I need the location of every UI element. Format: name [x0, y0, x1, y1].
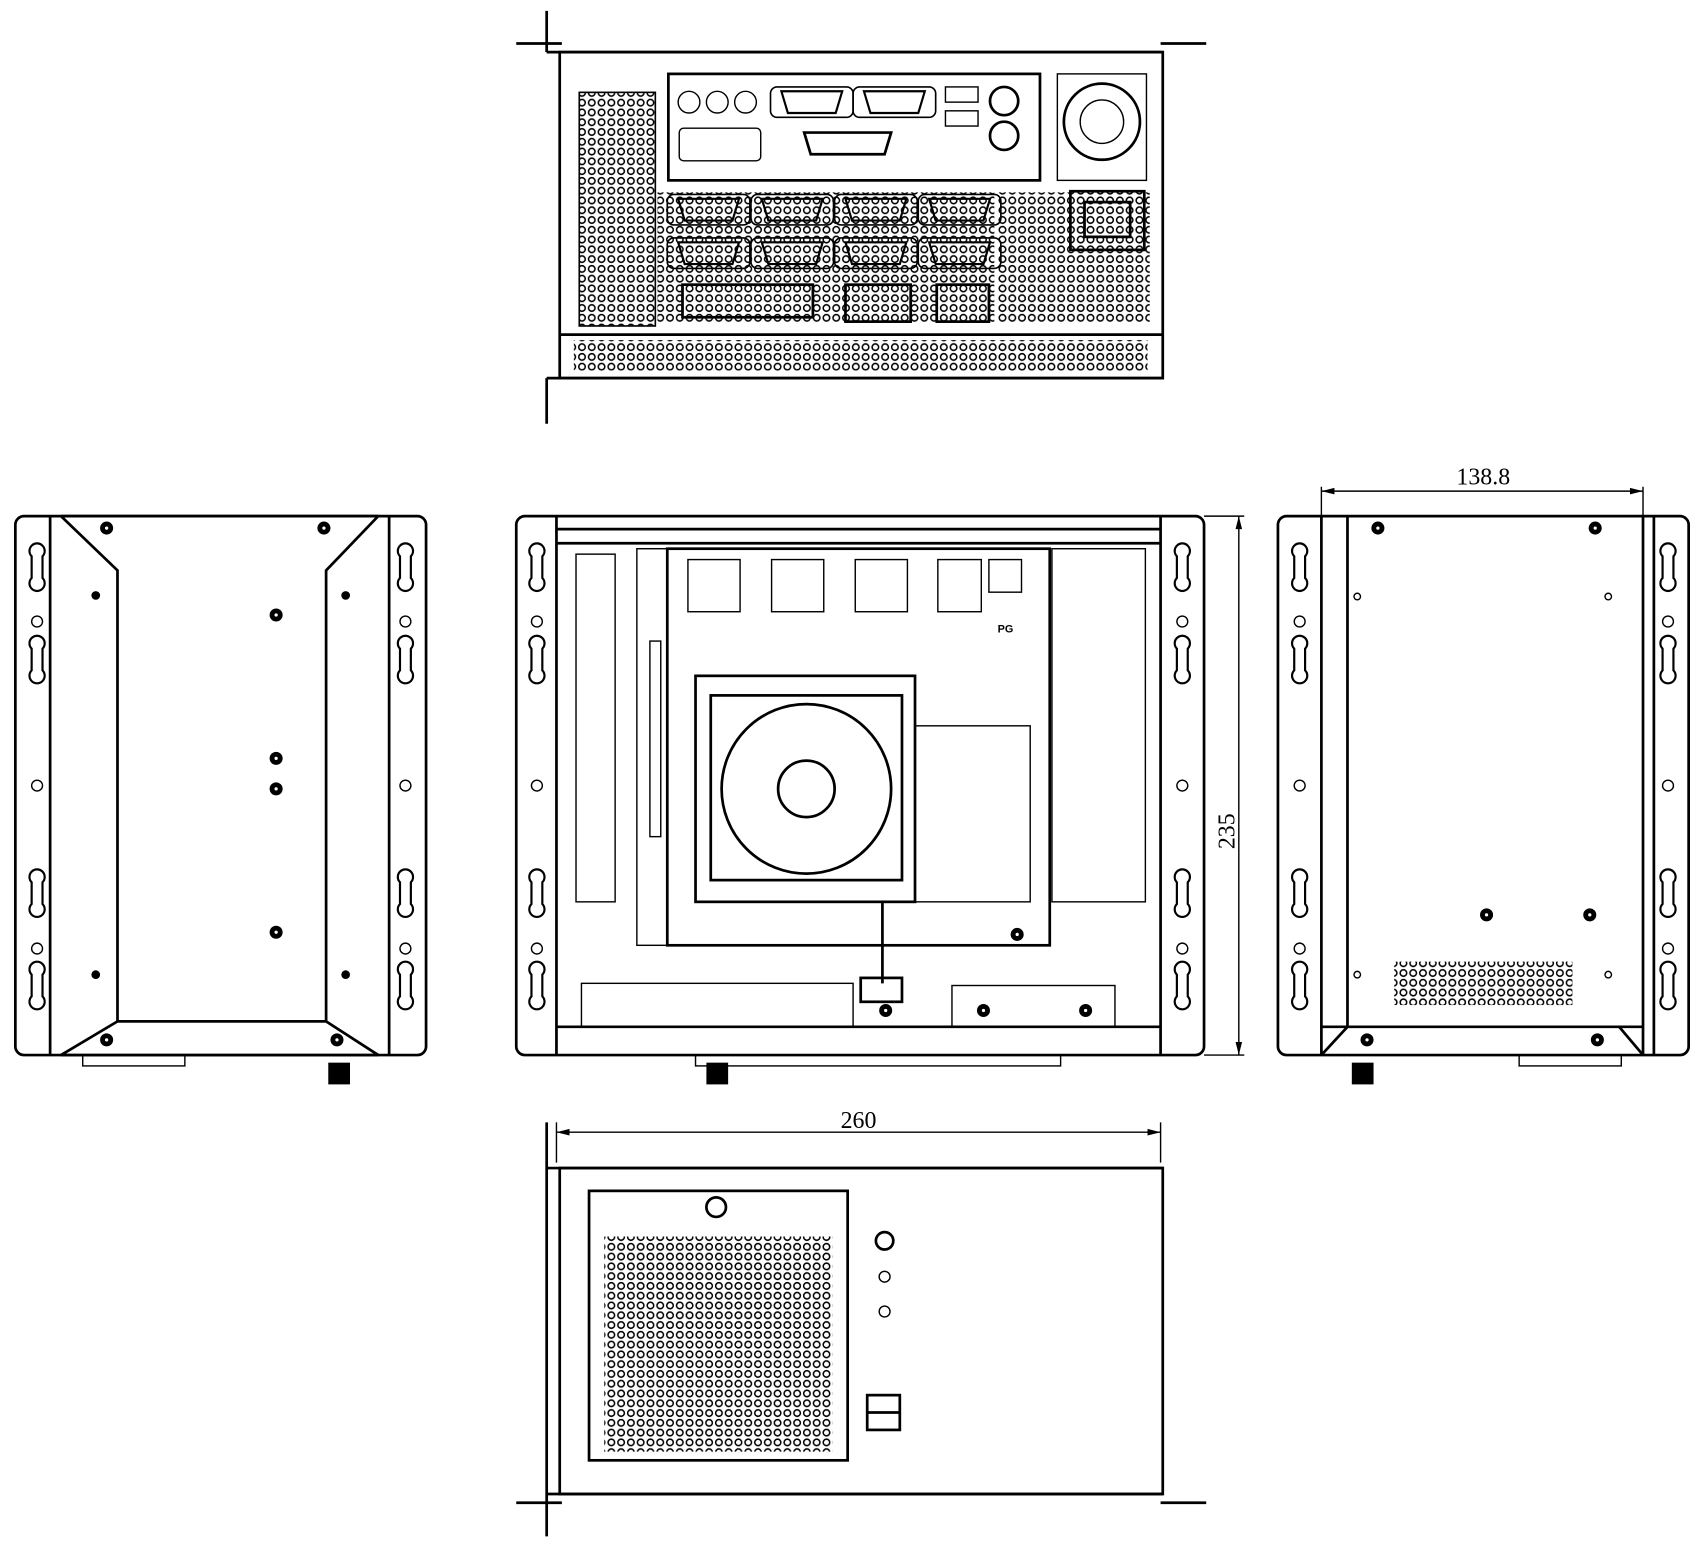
height-dimension: 235: [1204, 515, 1245, 1056]
rear-view: [516, 10, 1207, 424]
left-side-view: [13, 514, 428, 1085]
width-value: 260: [841, 1108, 877, 1134]
internal-view: PG: [514, 514, 1206, 1085]
front-view: 260: [516, 1108, 1207, 1537]
height-value: 235: [1214, 813, 1240, 849]
right-side-view: 138.8: [1276, 465, 1691, 1085]
depth-value: 138.8: [1456, 465, 1510, 491]
board-label: PG: [998, 623, 1014, 635]
